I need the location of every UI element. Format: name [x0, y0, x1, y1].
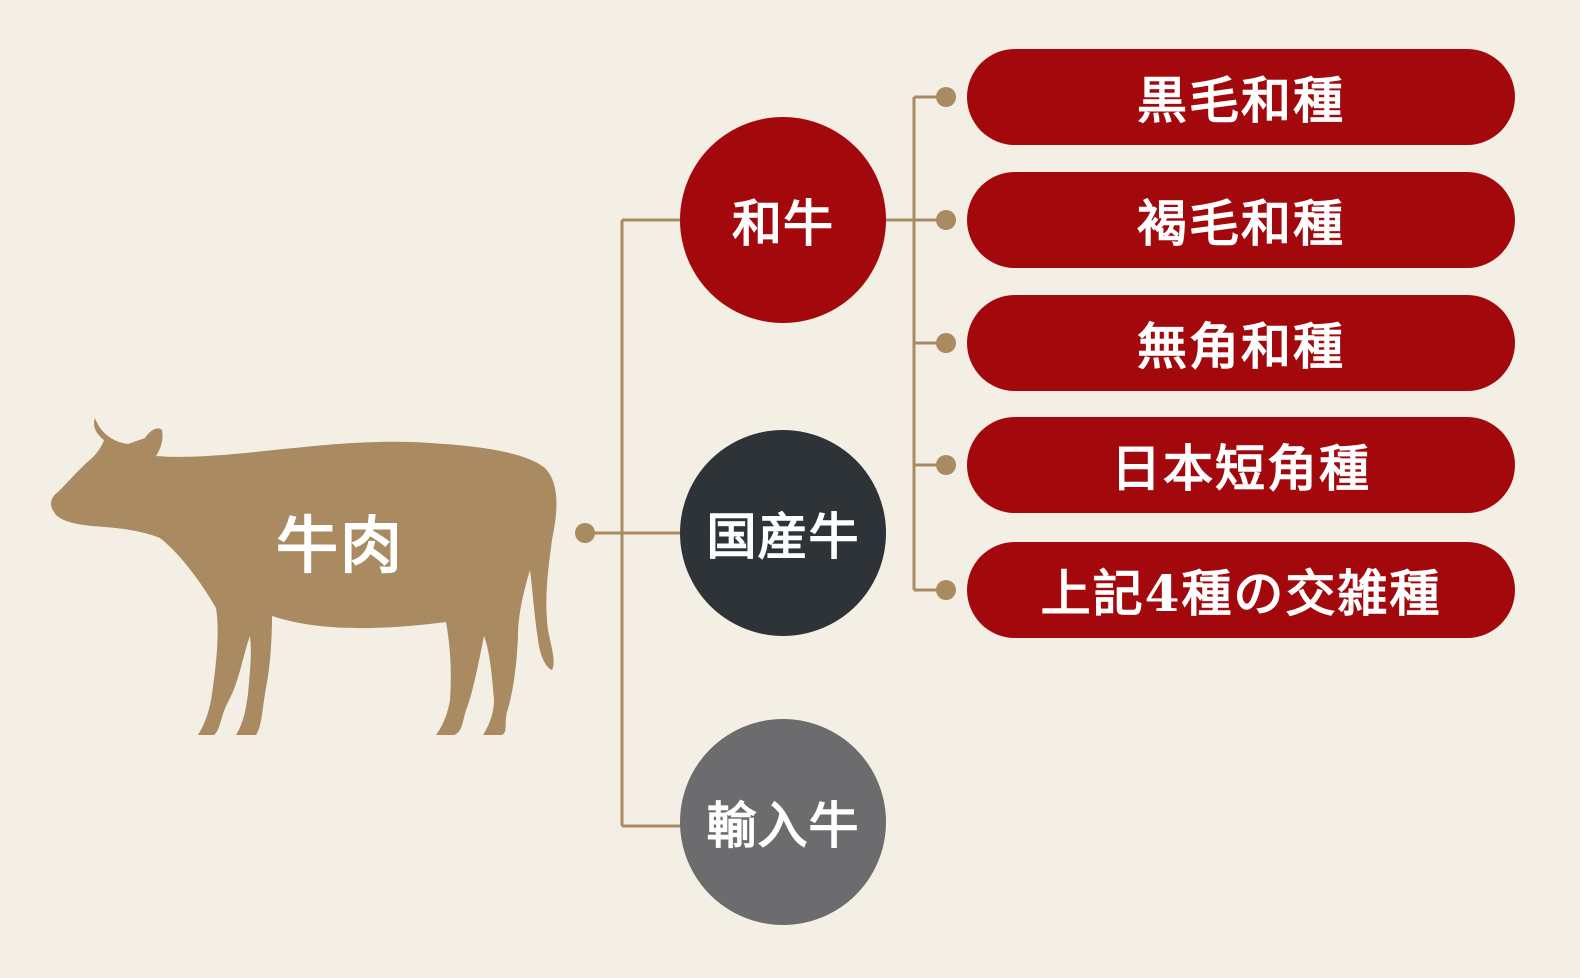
cow-silhouette-icon — [51, 418, 557, 735]
category-node-wagyu[interactable]: 和牛 — [680, 117, 886, 323]
breed-node-akage-washu[interactable]: 褐毛和種 — [967, 172, 1515, 268]
breed-node-mukaku-washu[interactable]: 無角和種 — [967, 295, 1515, 391]
category-node-kokusangyu[interactable]: 国産牛 — [680, 430, 886, 636]
breed-connector-dot — [936, 87, 956, 107]
category-node-yunyugyu[interactable]: 輸入牛 — [680, 719, 886, 925]
breed-connector-dot — [936, 455, 956, 475]
breed-node-nihon-tankaku-shu[interactable]: 日本短角種 — [967, 417, 1515, 513]
breed-connector-dot — [936, 333, 956, 353]
breed-node-crossbreed[interactable]: 上記4種の交雑種 — [967, 542, 1515, 638]
root-node-label: 牛肉 — [275, 509, 404, 582]
breed-node-kuroge-washu[interactable]: 黒毛和種 — [967, 49, 1515, 145]
breed-connector-dot — [936, 210, 956, 230]
breed-connector-dot — [936, 580, 956, 600]
